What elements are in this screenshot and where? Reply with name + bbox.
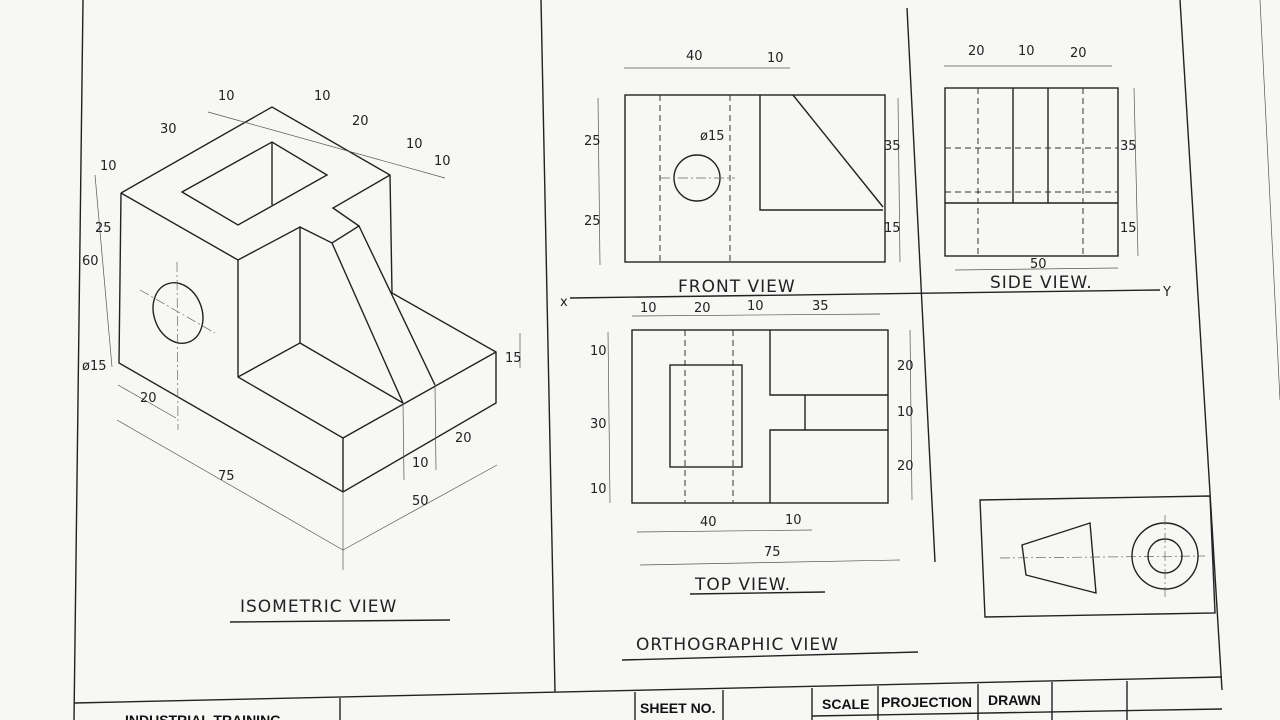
side-dim: 10 bbox=[1018, 44, 1035, 59]
projection-symbol bbox=[979, 495, 1216, 618]
top-dim: 10 bbox=[590, 344, 607, 359]
side-view-title: SIDE VIEW. bbox=[990, 273, 1093, 293]
iso-dim: 50 bbox=[412, 494, 429, 509]
top-dim: 20 bbox=[694, 301, 711, 316]
sheet-no-label: SHEET NO. bbox=[640, 700, 715, 716]
isometric-view: 30 10 10 20 10 10 10 25 60 ø15 20 75 10 … bbox=[82, 89, 522, 623]
iso-dim: 15 bbox=[505, 351, 522, 366]
iso-dim: 60 bbox=[82, 254, 99, 269]
iso-dim: 10 bbox=[100, 159, 117, 174]
side-dim: 20 bbox=[968, 44, 985, 59]
sheet-border bbox=[73, 0, 1280, 720]
top-dim: 10 bbox=[785, 513, 802, 528]
front-dim: 15 bbox=[884, 221, 901, 236]
iso-dim: 75 bbox=[218, 469, 235, 484]
front-dim: 10 bbox=[767, 51, 784, 66]
company-label: INDUSTRIAL TRAINING bbox=[125, 712, 281, 720]
top-dim: 10 bbox=[640, 301, 657, 316]
front-hole-dim: ø15 bbox=[700, 129, 725, 144]
front-dim: 35 bbox=[884, 139, 901, 154]
top-dim: 30 bbox=[590, 417, 607, 432]
iso-dim: 10 bbox=[218, 89, 235, 104]
iso-dim: 10 bbox=[412, 456, 429, 471]
side-view: 20 10 20 35 15 50 SIDE VIEW. bbox=[944, 44, 1139, 293]
top-dim: 20 bbox=[897, 459, 914, 474]
x-label: x bbox=[560, 295, 568, 310]
top-dim: 75 bbox=[764, 545, 781, 560]
iso-dim: 30 bbox=[160, 122, 177, 137]
side-dim: 35 bbox=[1120, 139, 1137, 154]
y-label: Y bbox=[1162, 285, 1171, 300]
front-dim: 40 bbox=[686, 49, 703, 64]
top-dim: 10 bbox=[897, 405, 914, 420]
iso-dim: 20 bbox=[140, 391, 157, 406]
isometric-view-title: ISOMETRIC VIEW bbox=[240, 597, 397, 617]
xy-reference-line bbox=[569, 289, 1161, 299]
front-view: 40 10 25 25 ø15 35 15 FRONT VIEW bbox=[584, 49, 901, 297]
front-dim: 25 bbox=[584, 134, 601, 149]
orthographic-view-title: ORTHOGRAPHIC VIEW bbox=[636, 635, 839, 655]
front-dim: 25 bbox=[584, 214, 601, 229]
side-dim: 20 bbox=[1070, 46, 1087, 61]
top-dim: 10 bbox=[747, 299, 764, 314]
top-dim: 40 bbox=[700, 515, 717, 530]
top-dim: 10 bbox=[590, 482, 607, 497]
front-view-title: FRONT VIEW bbox=[678, 277, 796, 297]
drawn-label: DRAWN bbox=[988, 692, 1041, 708]
scale-label: SCALE bbox=[822, 696, 869, 712]
top-dim: 35 bbox=[812, 299, 829, 314]
iso-dim: 10 bbox=[406, 137, 423, 152]
title-block: INDUSTRIAL TRAINING SHEET NO. SCALE PROJ… bbox=[125, 681, 1223, 720]
iso-dim: 10 bbox=[434, 154, 451, 169]
side-dim: 50 bbox=[1030, 257, 1047, 272]
top-dim: 20 bbox=[897, 359, 914, 374]
iso-dim: 20 bbox=[455, 431, 472, 446]
iso-dim: 25 bbox=[95, 221, 112, 236]
projection-label: PROJECTION bbox=[881, 694, 972, 710]
iso-dim: 10 bbox=[314, 89, 331, 104]
iso-hole-dim: ø15 bbox=[82, 359, 107, 374]
top-view-title: TOP VIEW. bbox=[694, 575, 791, 595]
side-dim: 15 bbox=[1120, 221, 1137, 236]
iso-dim: 20 bbox=[352, 114, 369, 129]
top-view: 10 20 10 35 10 30 10 20 10 20 40 10 75 T… bbox=[590, 299, 919, 661]
